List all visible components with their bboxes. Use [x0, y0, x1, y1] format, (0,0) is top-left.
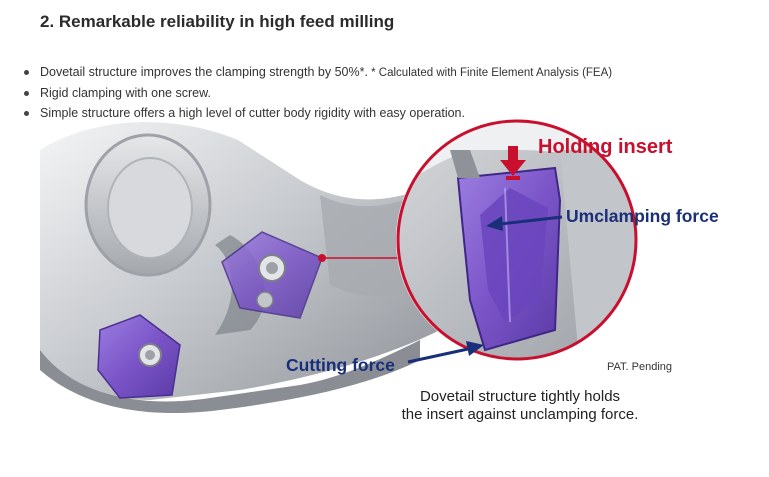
feature-item: Simple structure offers a high level of …: [22, 103, 612, 123]
caption-line: the insert against unclamping force.: [401, 406, 639, 423]
cutting-force-label: Cutting force: [286, 355, 395, 375]
feature-item: Rigid clamping with one screw.: [22, 83, 612, 103]
cutting-arrow: [407, 341, 484, 364]
bullet-icon: [24, 70, 29, 75]
bullet-icon: [24, 111, 29, 116]
section-title: 2. Remarkable reliability in high feed m…: [40, 12, 395, 31]
zoom-anchor-dot: [318, 254, 326, 262]
feature-item: Dovetail structure improves the clamping…: [22, 62, 612, 83]
feature-text: Dovetail structure improves the clamping…: [40, 65, 368, 79]
insert-lower: [97, 314, 181, 399]
figure-caption: Dovetail structure tightly holds the ins…: [370, 388, 670, 424]
caption-line: Dovetail structure tightly holds: [419, 388, 621, 405]
unclamping-arrow: [486, 215, 563, 231]
feature-text: Rigid clamping with one screw.: [40, 86, 211, 100]
insert-upper: [221, 231, 323, 319]
bullet-icon: [24, 91, 29, 96]
feature-list: Dovetail structure improves the clamping…: [22, 62, 612, 123]
holding-insert-label: Holding insert: [538, 136, 673, 158]
unclamping-force-label: Umclamping force: [566, 206, 719, 226]
feature-text: Simple structure offers a high level of …: [40, 106, 465, 120]
holding-arrow: [500, 146, 526, 180]
patent-pending-label: PAT. Pending: [607, 361, 673, 373]
feature-note: * Calculated with Finite Element Analysi…: [367, 67, 613, 79]
